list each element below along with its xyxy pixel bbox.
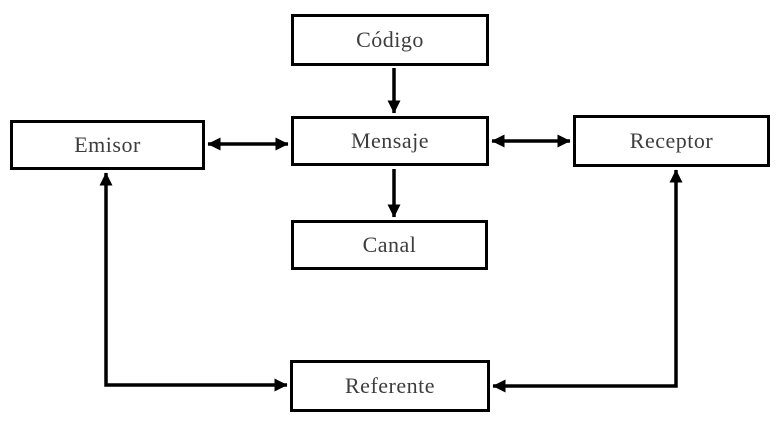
arrow-emisor-referente-elbow-bidirectional bbox=[99, 172, 288, 392]
node-codigo: Código bbox=[291, 14, 489, 66]
node-emisor-label: Emisor bbox=[74, 132, 141, 157]
arrow-receptor-referente-elbow-bidirectional bbox=[492, 169, 683, 393]
node-emisor: Emisor bbox=[10, 120, 205, 170]
node-referente-label: Referente bbox=[345, 373, 435, 398]
node-codigo-label: Código bbox=[356, 27, 424, 52]
node-mensaje-label: Mensaje bbox=[350, 128, 430, 153]
node-canal: Canal bbox=[291, 220, 488, 270]
node-canal-label: Canal bbox=[362, 232, 417, 257]
node-receptor-label: Receptor bbox=[629, 128, 714, 153]
node-mensaje: Mensaje bbox=[291, 116, 489, 166]
node-referente: Referente bbox=[290, 360, 490, 412]
node-receptor: Receptor bbox=[573, 115, 770, 167]
